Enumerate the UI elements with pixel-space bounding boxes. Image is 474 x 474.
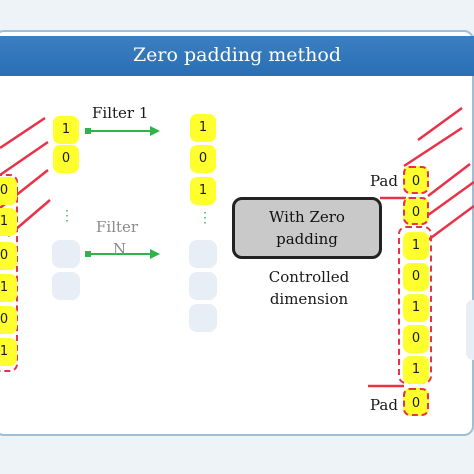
output-cell: 1 xyxy=(403,294,429,322)
caption-line2: dimension xyxy=(269,290,349,308)
output-cell: 0 xyxy=(403,263,429,291)
right-diagonal-line-1 xyxy=(417,106,463,142)
pad-label-top: Pad xyxy=(370,172,398,190)
output-cell: 1 xyxy=(403,356,429,384)
input-cell: 0 xyxy=(0,242,17,270)
filter1-label: Filter 1 xyxy=(92,104,149,122)
clipped-right-ghost xyxy=(466,300,474,360)
result-cell: 0 xyxy=(190,145,216,173)
filterN-arrow-tail xyxy=(85,251,91,257)
zero-padding-box: With Zero padding xyxy=(232,197,382,259)
diagram-title: Zero padding method xyxy=(132,44,342,66)
filterN-ellipsis: ⋮ xyxy=(60,208,74,224)
input-cell: 0 xyxy=(0,306,17,334)
output-cell: 0 xyxy=(403,325,429,353)
filterN-arrow-head xyxy=(150,249,160,259)
filterN-ghost-cell xyxy=(52,272,80,300)
result-cell: 1 xyxy=(190,177,216,205)
zero-padding-box-line2: padding xyxy=(276,230,338,248)
input-cell: 1 xyxy=(0,338,17,366)
output-pad-cell: 0 xyxy=(403,388,429,416)
filterN-ghost-cell xyxy=(52,240,80,268)
input-cell: 1 xyxy=(0,274,17,302)
right-diagonal-line-4 xyxy=(423,180,474,220)
result-ghost-cell xyxy=(189,272,217,300)
left-diagonal-line-1 xyxy=(0,116,46,150)
input-cell: 1 xyxy=(0,208,17,236)
input-cell: 0 xyxy=(0,177,17,205)
filter1-cell: 0 xyxy=(53,145,79,173)
controlled-dimension-caption: Controlled dimension xyxy=(236,266,382,310)
result-cell: 1 xyxy=(190,114,216,142)
right-diagonal-line-3 xyxy=(427,163,471,197)
left-diagonal-line-2 xyxy=(0,140,49,177)
pad-label-bottom: Pad xyxy=(370,396,398,414)
right-diagonal-line-5 xyxy=(427,204,474,242)
filter1-cell: 1 xyxy=(53,116,79,144)
output-pad-cell: 0 xyxy=(403,197,429,225)
input-stack-outline xyxy=(0,174,18,372)
result-ellipsis: ⋮ xyxy=(198,210,212,226)
caption-line1: Controlled xyxy=(268,268,350,286)
filter1-arrow-head xyxy=(150,126,160,136)
output-pad-cell: 0 xyxy=(403,166,429,194)
filterN-label-line2: N xyxy=(113,240,127,258)
filterN-label-line1: Filter xyxy=(96,218,139,236)
zero-padding-box-line1: With Zero xyxy=(269,208,345,226)
result-ghost-cell xyxy=(189,240,217,268)
output-cell: 1 xyxy=(403,232,429,260)
title-bar xyxy=(0,36,474,76)
filter1-arrow-tail xyxy=(85,128,91,134)
result-ghost-cell xyxy=(189,304,217,332)
right-diagonal-line-2 xyxy=(403,126,463,168)
